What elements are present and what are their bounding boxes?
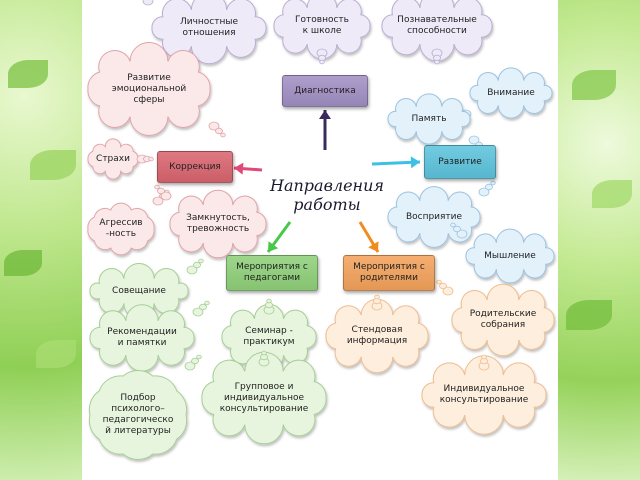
cloud-fears <box>87 138 139 180</box>
cloud-tail-dot <box>193 261 201 269</box>
arrow-down-right-head <box>368 241 379 252</box>
development-box: Развитие <box>424 145 496 179</box>
arrow-up-head <box>319 110 331 119</box>
cloud-label-perception: Восприятие <box>405 211 463 222</box>
cloud-seminar <box>221 303 317 371</box>
cloud-personal-relations <box>151 0 267 65</box>
cloud-tail-dot <box>468 135 480 145</box>
cloud-label-attention: Внимание <box>487 87 535 98</box>
cloud-tail-dot <box>478 187 490 197</box>
cloud-label-group-individual: Групповое и индивидуальное консультирова… <box>219 381 309 414</box>
cloud-tail-dot <box>434 59 440 65</box>
cloud-tail-dot <box>154 184 160 190</box>
cloud-tail-dot <box>204 300 210 306</box>
cloud-label-thinking: Мышление <box>484 250 536 261</box>
cloud-tail-dot <box>157 187 165 195</box>
cloud-cognitive-abilities <box>381 0 493 62</box>
leaf-decoration <box>592 180 632 208</box>
cloud-tail-dot <box>160 191 172 201</box>
cloud-tail-dot <box>148 156 154 162</box>
cloud-label-fears: Страхи <box>96 153 130 164</box>
cloud-tail-dot <box>439 282 447 290</box>
cloud-tail-dot <box>191 357 199 365</box>
cloud-tail-dot <box>208 121 220 131</box>
cloud-label-parent-meetings: Родительские собрания <box>469 309 537 330</box>
cloud-tail-dot <box>199 303 207 311</box>
cloud-stand-info <box>325 298 429 374</box>
cloud-tail-dot <box>374 294 380 300</box>
cloud-label-memory: Память <box>411 113 447 124</box>
cloud-tail-dot <box>453 225 461 233</box>
cloud-parent-meetings <box>451 283 555 357</box>
teachers-events-box: Мероприятия с педагогами <box>226 255 318 291</box>
cloud-label-emotional-development: Развитие эмоциональной сферы <box>111 72 187 105</box>
cloud-attention <box>469 67 553 119</box>
parents-events-box: Мероприятия с родителями <box>343 255 435 291</box>
cloud-label-cognitive-abilities: Познавательные способности <box>397 15 477 36</box>
left-leaf-background <box>0 0 82 480</box>
cloud-tail-dot <box>198 258 204 264</box>
cloud-tail-dot <box>319 59 325 65</box>
cloud-tail-dot <box>215 127 223 135</box>
cloud-recommendations <box>89 304 195 372</box>
cloud-tail-dot <box>142 0 154 6</box>
cloud-tail-dot <box>490 180 496 186</box>
leaf-decoration <box>572 70 616 100</box>
cloud-tail-dot <box>196 354 202 360</box>
cloud-label-individual-consult: Индивидуальное консультирование <box>439 384 529 405</box>
cloud-label-school-readiness: Готовность к школе <box>295 15 349 36</box>
cloud-individual-consult <box>421 355 547 435</box>
cloud-tail-dot <box>261 350 267 356</box>
leaf-decoration <box>36 340 76 368</box>
cloud-tail-dot <box>152 196 164 206</box>
right-leaf-background <box>558 0 640 480</box>
cloud-tail-dot <box>266 298 272 304</box>
arrows-layer <box>233 110 421 253</box>
leaf-decoration <box>8 60 48 88</box>
cloud-label-literature: Подбор психолого– педагогическо й литера… <box>102 393 174 436</box>
correction-box: Коррекция <box>157 151 233 183</box>
cloud-meeting <box>89 263 189 319</box>
cloud-memory <box>387 93 471 145</box>
cloud-tail-dot <box>456 229 468 239</box>
cloud-tail-dot <box>186 265 198 275</box>
cloud-thinking <box>465 228 555 284</box>
cloud-tail-dot <box>184 361 196 371</box>
cloud-label-personal-relations: Личностные отношения <box>179 17 239 38</box>
cloud-literature <box>88 370 188 460</box>
cloud-tail-dot <box>485 183 493 191</box>
cloud-tail-dot <box>481 354 487 360</box>
leaf-decoration <box>30 150 76 180</box>
cloud-label-aggression: Агрессив -ность <box>99 218 143 239</box>
leaf-decoration <box>4 250 42 276</box>
leaf-decoration <box>566 300 612 330</box>
cloud-withdrawal-anxiety <box>169 189 267 259</box>
clouds-layer <box>87 0 555 460</box>
cloud-label-meeting: Совещание <box>112 285 166 296</box>
arrow-right-head <box>410 156 420 169</box>
cloud-school-readiness <box>273 0 371 60</box>
center-title: Направления работы <box>270 176 384 214</box>
cloud-label-seminar: Семинар - практикум <box>243 326 295 347</box>
cloud-group-individual <box>201 351 327 445</box>
cloud-label-withdrawal-anxiety: Замкнутость, тревожность <box>186 213 250 234</box>
arrow-down-left-head <box>268 241 279 252</box>
diagnostics-box: Диагностика <box>282 75 368 107</box>
arrow-left-head <box>234 162 244 175</box>
cloud-label-stand-info: Стендовая информация <box>346 325 408 346</box>
cloud-aggression <box>87 202 155 256</box>
cloud-emotional-development <box>87 42 211 136</box>
cloud-label-recommendations: Рекомендации и памятки <box>107 327 177 348</box>
cloud-tail-dot <box>192 307 204 317</box>
cloud-tail-dot <box>220 132 226 138</box>
cloud-tail-dot <box>442 286 454 296</box>
cloud-tail-dot <box>436 279 442 285</box>
cloud-tail-dot <box>450 222 456 228</box>
